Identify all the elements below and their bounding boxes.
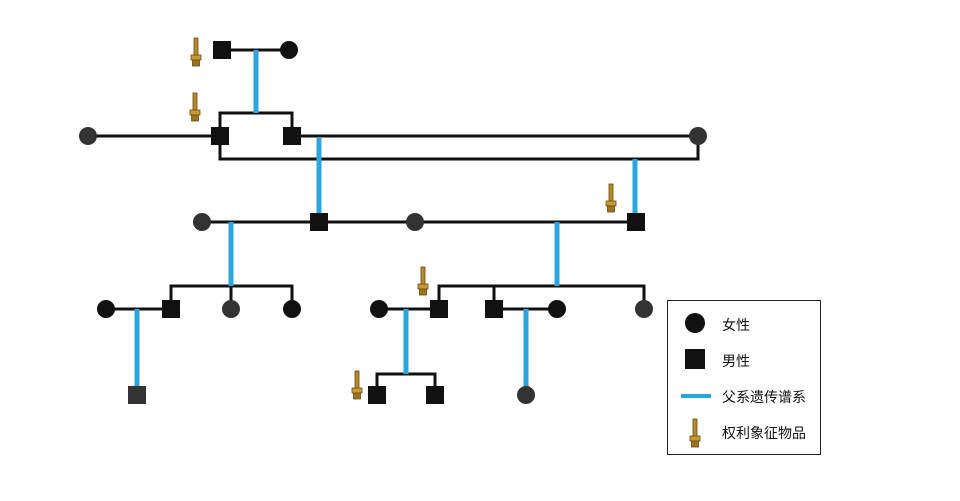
female-node xyxy=(406,213,424,231)
key-artifact-icon xyxy=(417,266,429,296)
female-node xyxy=(193,213,211,231)
female-node xyxy=(635,300,653,318)
legend-label-symbol: 权利象征物品 xyxy=(722,426,806,442)
male-node xyxy=(368,386,386,404)
female-node xyxy=(79,127,97,145)
male-node xyxy=(627,213,645,231)
male-node xyxy=(430,300,448,318)
legend-label-male: 男性 xyxy=(722,354,750,370)
male-node xyxy=(283,127,301,145)
legend-label-patrilineal: 父系遗传谱系 xyxy=(722,390,806,406)
female-node xyxy=(689,127,707,145)
key-artifact-icon xyxy=(189,92,201,122)
persons xyxy=(79,41,707,404)
female-node xyxy=(517,386,535,404)
male-square-icon xyxy=(685,349,705,369)
male-node xyxy=(213,41,231,59)
female-node xyxy=(97,300,115,318)
key-artifact-icon xyxy=(190,37,202,67)
female-node xyxy=(283,300,301,318)
legend-label-female: 女性 xyxy=(722,318,750,334)
legend-item-symbol: 权利象征物品 xyxy=(668,417,820,448)
male-node xyxy=(485,300,503,318)
male-node xyxy=(211,127,229,145)
female-node xyxy=(548,300,566,318)
key-artifact-icon xyxy=(605,183,617,213)
patrilineal-lines xyxy=(134,50,638,395)
legend-box: 女性 男性 父系遗传谱系 权利象征物品 xyxy=(667,300,821,455)
male-node xyxy=(162,300,180,318)
female-circle-icon xyxy=(685,313,705,333)
female-node xyxy=(280,41,298,59)
legend-item-male: 男性 xyxy=(668,345,820,375)
male-node xyxy=(128,386,146,404)
female-node xyxy=(370,300,388,318)
male-node xyxy=(426,386,444,404)
legend-item-female: 女性 xyxy=(668,309,820,339)
legend-item-patrilineal: 父系遗传谱系 xyxy=(668,381,820,411)
kinship-lines xyxy=(86,48,700,397)
female-node xyxy=(222,300,240,318)
key-artifact-icon xyxy=(351,370,363,400)
male-node xyxy=(310,213,328,231)
key-artifact-icon xyxy=(689,418,701,448)
patrilineal-line-icon xyxy=(681,394,711,398)
